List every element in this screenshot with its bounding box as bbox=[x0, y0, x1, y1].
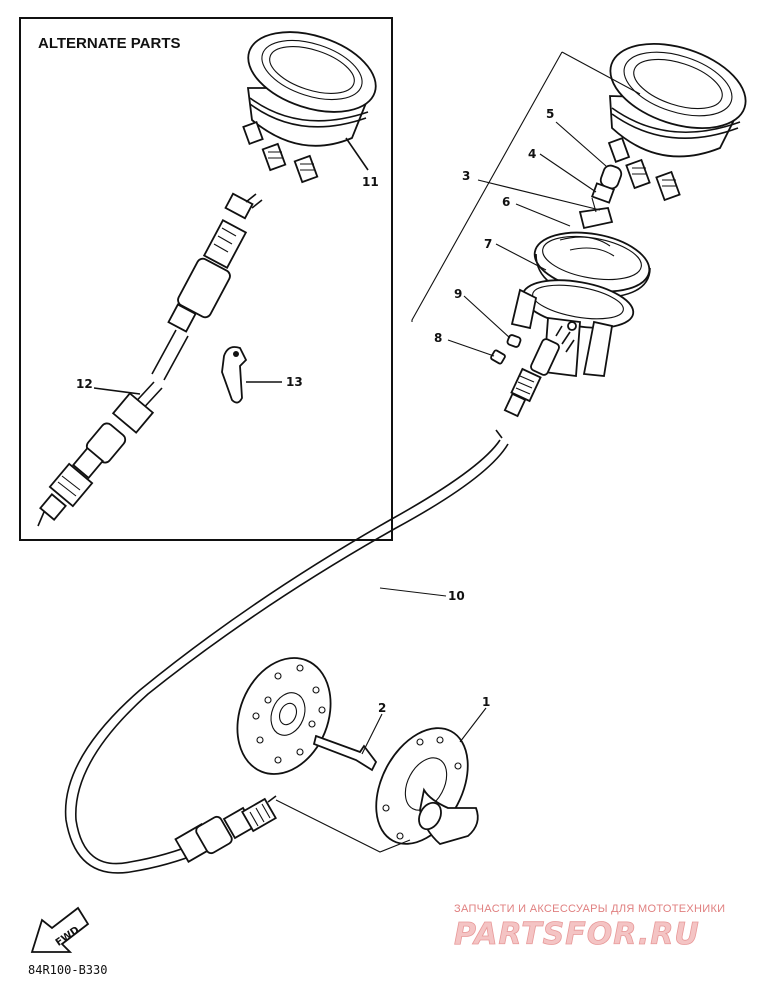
alternate-parts-title: ALTERNATE PARTS bbox=[38, 35, 181, 52]
part-5-speedometer bbox=[607, 42, 747, 202]
callout-8: 8 bbox=[434, 331, 442, 345]
callout-3: 3 bbox=[462, 169, 470, 183]
part-6-bulb-socket bbox=[578, 197, 614, 230]
part-9-grommet bbox=[506, 334, 522, 348]
part-10-meter-cable bbox=[64, 429, 509, 874]
leader-2 bbox=[361, 713, 383, 755]
fwd-arrow-icon: FWD bbox=[30, 906, 90, 953]
callout-12: 12 bbox=[76, 377, 93, 391]
leader-10 bbox=[379, 587, 447, 597]
callout-9: 9 bbox=[454, 287, 462, 301]
callout-6: 6 bbox=[502, 195, 510, 209]
part-4-bulb bbox=[590, 164, 623, 204]
part-2-drive-dog bbox=[312, 734, 378, 772]
cable-to-gear-leader bbox=[275, 799, 411, 853]
alternate-parts-box bbox=[19, 17, 393, 541]
part-7-meter-case bbox=[510, 231, 651, 378]
watermark-brand: PARTSFOR.RU bbox=[454, 917, 700, 952]
cable-upper-end bbox=[503, 338, 560, 418]
callout-5: 5 bbox=[546, 107, 554, 121]
watermark-subtitle: ЗАПЧАСТИ И АКСЕССУАРЫ ДЛЯ МОТОТЕХНИКИ bbox=[454, 903, 725, 915]
brake-disc bbox=[236, 657, 332, 775]
callout-10: 10 bbox=[448, 589, 465, 603]
part-13-cable-clip bbox=[221, 346, 282, 404]
callout-13: 13 bbox=[286, 375, 303, 389]
callout-2: 2 bbox=[378, 701, 386, 715]
leader-lines-meter bbox=[411, 51, 641, 357]
callout-7: 7 bbox=[484, 237, 492, 251]
part-8-screw bbox=[490, 349, 506, 365]
part-11-alternate-speedometer bbox=[242, 31, 377, 184]
part-1-meter-gear-unit bbox=[375, 727, 479, 846]
callout-11: 11 bbox=[362, 175, 379, 189]
inset-cable-upper-end bbox=[151, 192, 263, 381]
leader-1 bbox=[459, 707, 487, 743]
callout-4: 4 bbox=[528, 147, 536, 161]
part-12-alternate-meter-cable bbox=[37, 381, 163, 527]
diagram-code: 84R100-B330 bbox=[28, 963, 107, 977]
callout-1: 1 bbox=[482, 695, 490, 709]
